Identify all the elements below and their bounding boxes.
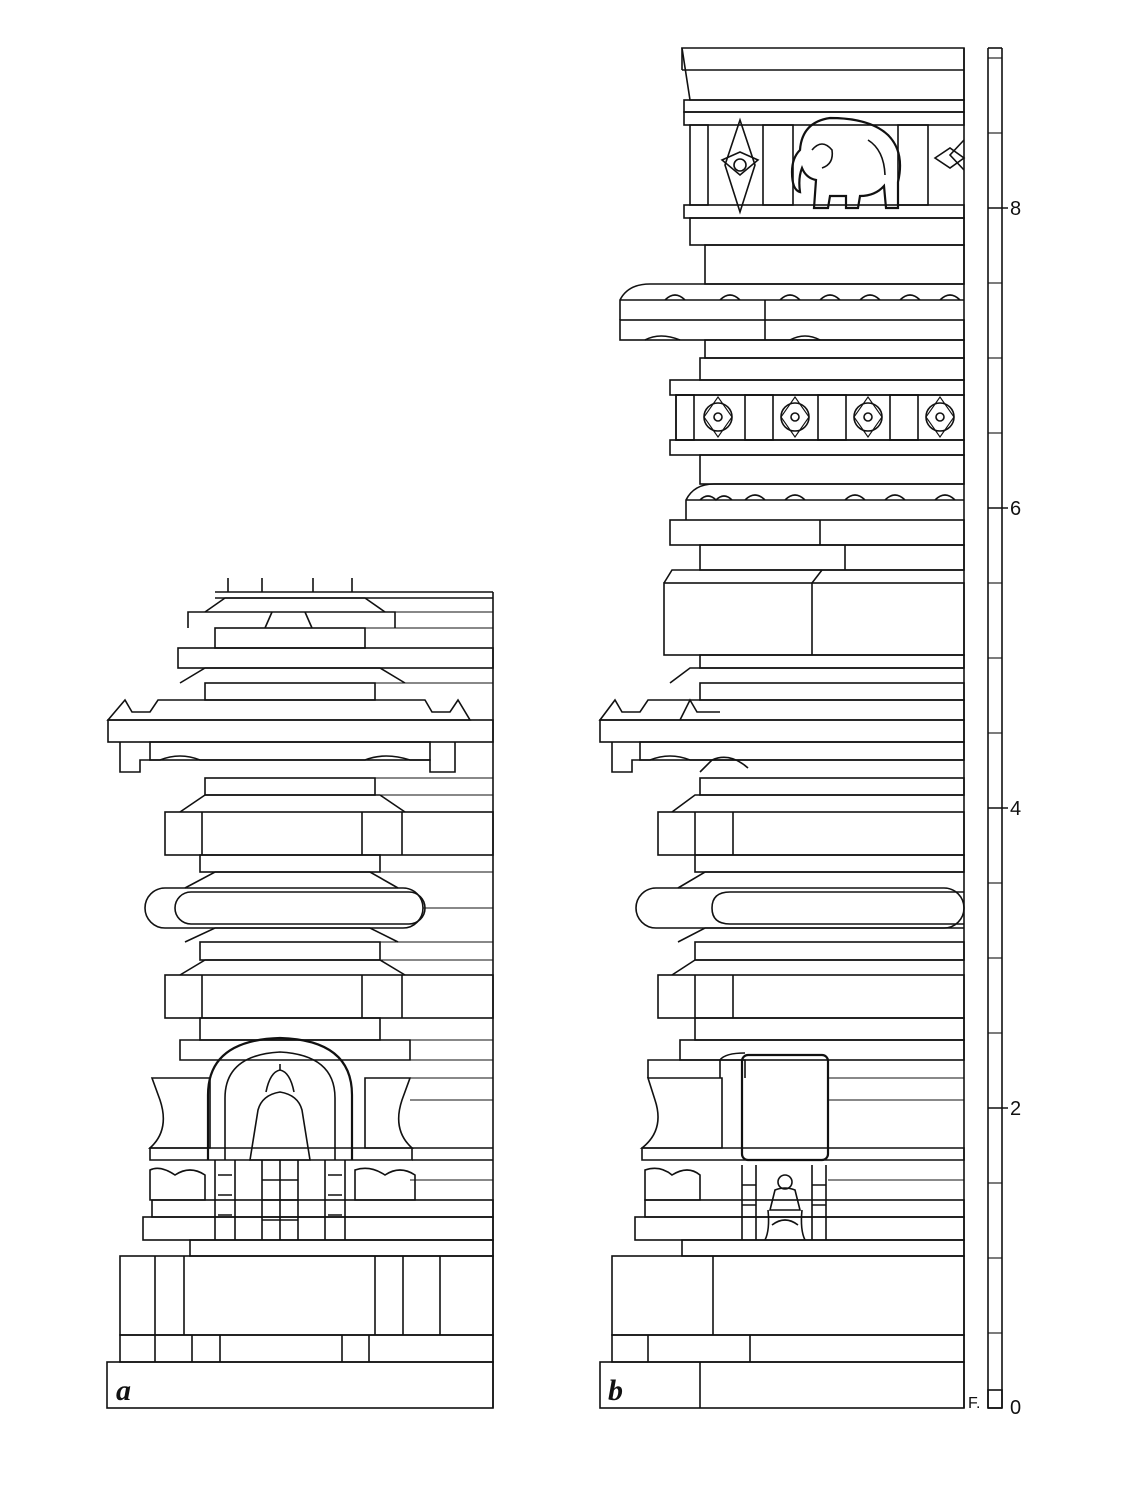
scale-bar: 0 2 4 6 8 bbox=[987, 47, 1021, 1419]
plinth-a bbox=[106, 1361, 494, 1409]
band-a-2 bbox=[164, 811, 494, 856]
seated-figure-b bbox=[764, 1174, 806, 1241]
band-b-2 bbox=[657, 811, 965, 856]
base-block-b bbox=[611, 1255, 965, 1336]
panel-label-b: b bbox=[608, 1374, 623, 1407]
plinth-b bbox=[599, 1361, 965, 1409]
band-b-1 bbox=[657, 974, 965, 1019]
elephant-icon bbox=[790, 116, 902, 210]
signature: F. bbox=[968, 1395, 980, 1412]
elevation-b bbox=[598, 47, 966, 1409]
elevation-a bbox=[106, 578, 494, 1409]
elephant-frieze-b bbox=[683, 111, 966, 219]
cornice-a bbox=[106, 698, 494, 773]
rosette-frieze-b bbox=[669, 379, 965, 456]
niche-b bbox=[740, 1053, 830, 1162]
torus-b bbox=[635, 887, 965, 929]
scale-tick-0: 0 bbox=[1010, 1397, 1021, 1419]
lotus-panel-b bbox=[724, 117, 756, 215]
turned-columns-a bbox=[214, 1160, 346, 1240]
top-cornice-b bbox=[681, 47, 965, 101]
scale-tick-8: 8 bbox=[1010, 198, 1021, 220]
torus-a bbox=[144, 887, 424, 929]
cornice-b bbox=[598, 698, 965, 773]
panel-label-a: a bbox=[116, 1374, 131, 1407]
band-a-1 bbox=[164, 974, 494, 1019]
scale-tick-2: 2 bbox=[1010, 1098, 1021, 1120]
large-block-b bbox=[663, 582, 965, 656]
base-block-a bbox=[119, 1255, 494, 1336]
scale-tick-6: 6 bbox=[1010, 498, 1021, 520]
kalasha-a bbox=[249, 1091, 311, 1161]
scale-tick-4: 4 bbox=[1010, 798, 1021, 820]
niche-arch-a bbox=[206, 1036, 354, 1160]
